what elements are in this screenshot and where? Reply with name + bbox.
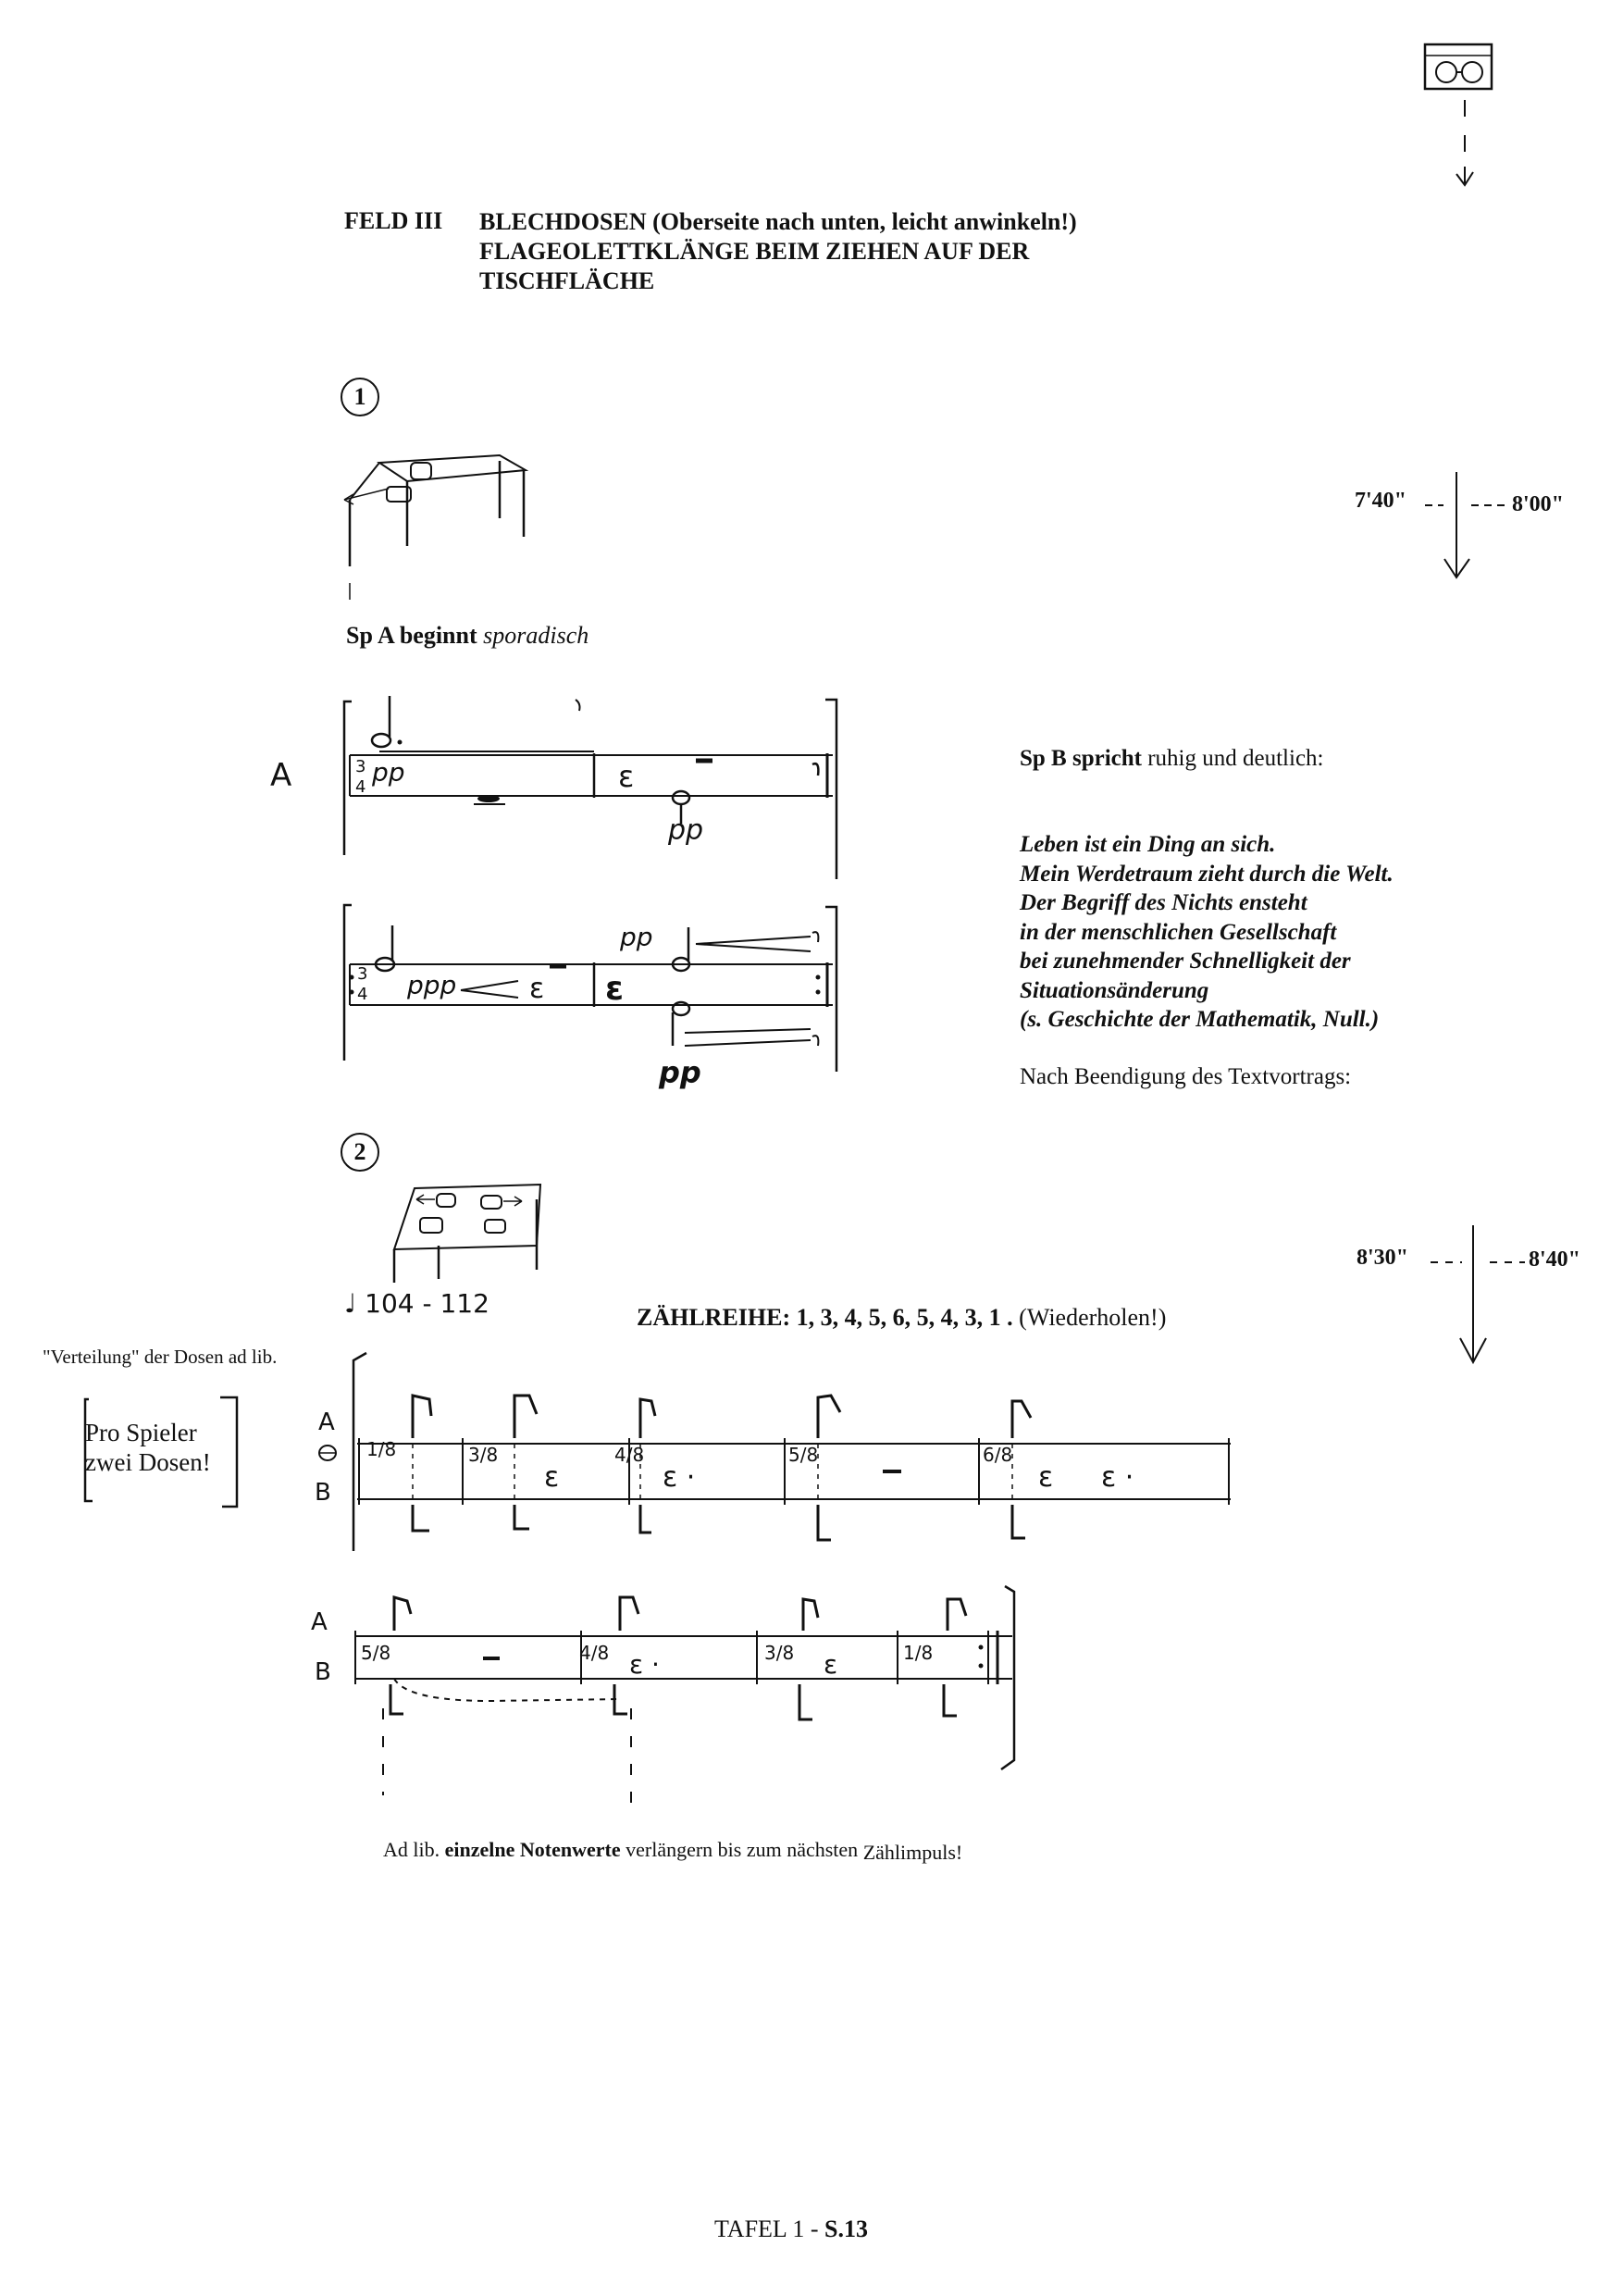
zahlreihe: ZÄHLREIHE: 1, 3, 4, 5, 6, 5, 4, 3, 1 . (… xyxy=(637,1304,1166,1332)
svg-text:4: 4 xyxy=(357,985,367,1004)
meter: 3/8 xyxy=(764,1642,795,1664)
footnote: Ad lib. einzelne Notenwerte verlängern b… xyxy=(383,1838,963,1864)
box-line-1: Pro Spieler xyxy=(85,1419,197,1446)
meter: 3/8 xyxy=(468,1444,499,1466)
start-italic: sporadisch xyxy=(483,622,589,649)
poem-line: (s. Geschichte der Mathematik, Null.) xyxy=(1020,1007,1380,1032)
note-icon: ♩ xyxy=(344,1288,357,1319)
section-1-number: 1 xyxy=(341,378,379,416)
time-to-1: 8'00" xyxy=(1512,492,1564,516)
start-bold: Sp A beginnt xyxy=(346,622,477,649)
dynamic-5: pp xyxy=(659,1055,701,1090)
poem-line: in der menschlichen Gesellschaft xyxy=(1020,919,1337,945)
footer-tafel: TAFEL 1 - xyxy=(714,2215,819,2242)
time-from-2: 8'30" xyxy=(1357,1246,1408,1270)
meter: 4/8 xyxy=(579,1642,610,1664)
svg-text:3: 3 xyxy=(357,964,367,984)
svg-text:ɛ: ɛ xyxy=(1038,1461,1053,1494)
footnote-bold: einzelne Notenwerte xyxy=(444,1838,621,1861)
row2-label-b: B xyxy=(315,1658,331,1686)
dynamic-1: pp xyxy=(372,757,405,788)
meter: 4/8 xyxy=(614,1444,645,1466)
zahlreihe-note: (Wiederholen!) xyxy=(1019,1304,1167,1331)
meter: 1/8 xyxy=(903,1642,934,1664)
poem-line: Mein Werdetraum zieht durch die Welt. xyxy=(1020,861,1394,887)
svg-text:ɛ: ɛ xyxy=(544,1461,559,1494)
time-to-2: 8'40" xyxy=(1529,1247,1580,1272)
page-footer: TAFEL 1 - S.13 xyxy=(714,2215,868,2243)
zahlreihe-label: ZÄHLREIHE: xyxy=(637,1304,791,1331)
poem-line: bei zunehmender Schnelligkeit der xyxy=(1020,949,1351,974)
box-line-2: zwei Dosen! xyxy=(85,1448,211,1476)
speaker-b-bold: Sp B spricht xyxy=(1020,746,1142,771)
row1-label-a: A xyxy=(318,1409,335,1436)
poem-line: Situationsänderung xyxy=(1020,977,1209,1003)
speaker-b-rest: ruhig und deutlich: xyxy=(1147,746,1324,771)
time-from-1: 7'40" xyxy=(1355,489,1406,513)
svg-text:4: 4 xyxy=(355,777,365,797)
section-2-number: 2 xyxy=(341,1133,379,1172)
svg-text:ɛ ·: ɛ · xyxy=(629,1649,660,1680)
svg-text:ɛ ·: ɛ · xyxy=(1101,1461,1134,1494)
dynamic-2: pp xyxy=(668,814,704,847)
svg-text:3: 3 xyxy=(355,757,365,776)
footnote-end: Zählimpuls! xyxy=(862,1841,963,1864)
meter: 5/8 xyxy=(361,1642,391,1664)
svg-text:ɛ: ɛ xyxy=(618,759,634,794)
title-line-2: FLAGEOLETTKLÄNGE BEIM ZIEHEN AUF DER xyxy=(479,238,1030,265)
meter: 1/8 xyxy=(366,1438,397,1460)
meter: 5/8 xyxy=(788,1444,819,1466)
footnote-prefix: Ad lib. xyxy=(383,1838,440,1861)
speaker-b-poem: Leben ist ein Ding an sich. Mein Werdetr… xyxy=(1020,830,1394,1035)
svg-text:ɛ: ɛ xyxy=(605,970,624,1008)
dynamic-3: ppp xyxy=(407,970,457,1000)
speaker-b-after: Nach Beendigung des Textvortrags: xyxy=(1020,1064,1352,1089)
tempo-marking: ♩ 104 - 112 xyxy=(344,1288,489,1319)
verteilung-note: "Verteilung" der Dosen ad lib. xyxy=(43,1346,278,1368)
svg-text:ɛ ·: ɛ · xyxy=(663,1461,695,1494)
row2-label-a: A xyxy=(311,1608,328,1636)
poem-line: Der Begriff des Nichts ensteht xyxy=(1020,890,1307,915)
meter: 6/8 xyxy=(983,1444,1013,1466)
row1-label-b: B xyxy=(315,1479,331,1507)
title-line-3: TISCHFLÄCHE xyxy=(479,267,655,294)
speaker-b-lead: Sp B spricht ruhig und deutlich: xyxy=(1020,746,1323,772)
title-line-1: BLECHDOSEN (Oberseite nach unten, leicht… xyxy=(479,208,1077,235)
section-1-start-instruction: Sp A beginnt sporadisch xyxy=(346,622,588,650)
footer-page: S.13 xyxy=(824,2215,868,2242)
page-title: BLECHDOSEN (Oberseite nach unten, leicht… xyxy=(479,207,1077,296)
feld-label: FELD III xyxy=(344,207,443,234)
svg-text:ɛ: ɛ xyxy=(824,1649,837,1680)
svg-text:ɛ: ɛ xyxy=(529,973,544,1005)
staff-label-a: A xyxy=(270,757,292,794)
tempo-value: 104 - 112 xyxy=(365,1288,489,1319)
poem-line: Leben ist ein Ding an sich. xyxy=(1020,832,1276,857)
dynamic-4: pp xyxy=(620,922,653,952)
footnote-rest: verlängern bis zum nächsten xyxy=(626,1838,859,1861)
zahlreihe-values: 1, 3, 4, 5, 6, 5, 4, 3, 1 . xyxy=(796,1304,1013,1331)
pro-spieler-box: Pro Spieler zwei Dosen! xyxy=(85,1418,211,1477)
